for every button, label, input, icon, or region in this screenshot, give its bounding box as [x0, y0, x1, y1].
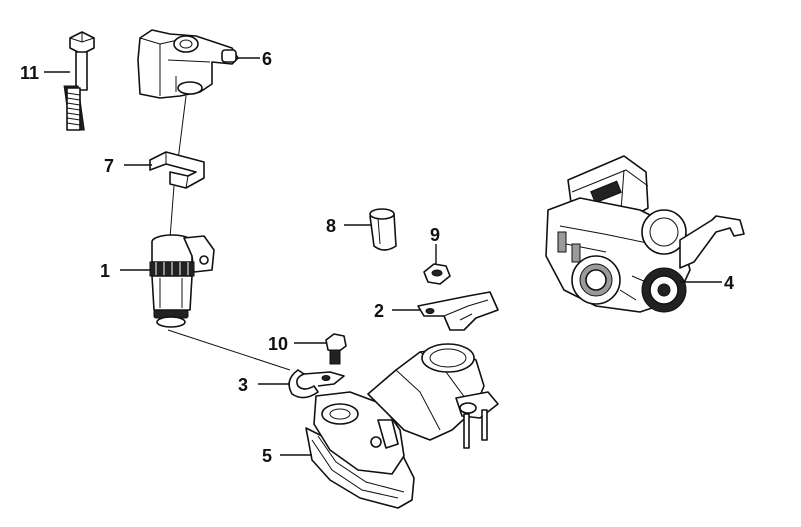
callout-10: 10 — [268, 334, 288, 354]
callout-7: 7 — [104, 156, 114, 176]
callout-1: 1 — [100, 261, 110, 281]
callout-9: 9 — [430, 225, 440, 245]
part-9-nut — [423, 263, 451, 285]
part-11-bolt — [63, 31, 95, 131]
part-6-injector-cap — [137, 29, 239, 99]
part-7-clip — [149, 151, 205, 189]
part-5-intake-manifold — [305, 343, 499, 509]
callout-5: 5 — [262, 446, 272, 466]
part-1-fuel-injector — [149, 234, 215, 328]
assembly-line-lower — [167, 329, 291, 371]
part-3-hose-clamp — [288, 369, 345, 399]
part-8-rubber-cap — [369, 208, 397, 251]
assembly-line-middle — [169, 185, 175, 239]
assembly-line-upper — [177, 95, 187, 161]
callout-6: 6 — [262, 49, 272, 69]
part-10-screw — [325, 333, 347, 365]
callout-2: 2 — [374, 301, 384, 321]
callout-11: 11 — [20, 63, 39, 83]
part-2-bracket — [417, 291, 499, 331]
callout-3: 3 — [238, 375, 248, 395]
callout-8: 8 — [326, 216, 336, 236]
part-4-throttle-body — [545, 155, 745, 313]
callout-4: 4 — [724, 273, 734, 293]
